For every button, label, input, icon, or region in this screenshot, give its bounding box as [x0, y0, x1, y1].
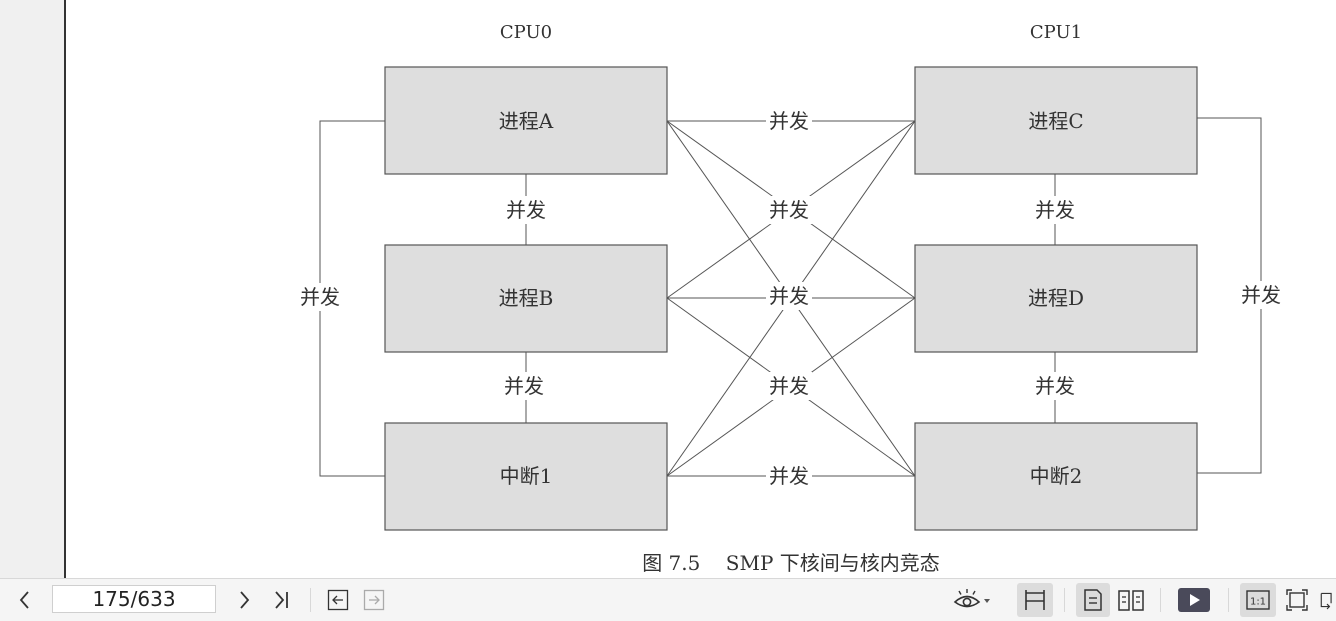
box-process-b: [384, 244, 668, 353]
actual-size-button[interactable]: 1:1: [1240, 583, 1276, 617]
toolbar-divider: [1160, 588, 1161, 612]
smp-race-diagram: CPU0 CPU1 进程A 进程B 中断1 进程C 进程D 中断2 并发 并发 …: [297, 22, 1284, 575]
eye-icon: [953, 589, 990, 608]
single-page-icon: [1084, 589, 1102, 611]
concurrency-label: 并发: [506, 198, 546, 222]
svg-text:1:1: 1:1: [1250, 597, 1266, 608]
concurrency-label: 并发: [1035, 198, 1075, 222]
arrow-forward-box-icon: [363, 589, 385, 611]
concurrency-label: 并发: [769, 198, 809, 222]
box-interrupt-2: [914, 422, 1198, 531]
concurrency-label: 并发: [1035, 374, 1075, 398]
label-interrupt-1: 中断1: [500, 464, 553, 488]
fit-width-icon: [1025, 590, 1045, 610]
next-page-button[interactable]: [230, 579, 258, 621]
prev-page-button[interactable]: [10, 579, 40, 621]
forward-button[interactable]: [360, 579, 388, 621]
document-viewport[interactable]: CPU0 CPU1 进程A 进程B 中断1 进程C 进程D 中断2 并发 并发 …: [0, 0, 1336, 578]
chevron-left-icon: [19, 591, 29, 609]
double-page-button[interactable]: [1114, 579, 1148, 621]
fit-page-button[interactable]: [1282, 579, 1312, 621]
bottom-toolbar: 1:1: [0, 578, 1336, 621]
box-process-c: [914, 66, 1198, 175]
cpu1-label: CPU1: [1030, 22, 1082, 43]
figure-caption: 图 7.5 SMP 下核间与核内竞态: [642, 551, 940, 575]
double-page-icon: [1118, 590, 1144, 611]
label-interrupt-2: 中断2: [1030, 464, 1083, 488]
play-icon: [1178, 588, 1210, 612]
label-backgrounds: [297, 107, 1284, 490]
concurrency-label: 并发: [300, 285, 340, 309]
label-process-c: 进程C: [1028, 109, 1083, 133]
box-process-a: [384, 66, 668, 175]
toolbar-divider: [1064, 588, 1065, 612]
last-page-button[interactable]: [266, 579, 296, 621]
toolbar-divider: [310, 588, 311, 612]
fit-width-button[interactable]: [1017, 583, 1053, 617]
concurrency-label: 并发: [504, 374, 544, 398]
actual-size-icon: 1:1: [1246, 590, 1270, 610]
label-process-a: 进程A: [499, 109, 554, 133]
play-slideshow-button[interactable]: [1172, 579, 1216, 621]
concurrency-label: 并发: [769, 464, 809, 488]
eye-care-mode-button[interactable]: [948, 579, 994, 621]
page-number-input[interactable]: [52, 585, 216, 613]
single-page-button[interactable]: [1076, 583, 1110, 617]
concurrency-label: 并发: [1241, 283, 1281, 307]
rotate-button[interactable]: [1318, 579, 1336, 621]
concurrency-label: 并发: [769, 374, 809, 398]
cpu0-label: CPU0: [500, 22, 552, 43]
fit-page-icon: [1286, 589, 1308, 611]
back-button[interactable]: [324, 579, 352, 621]
rotate-icon: [1320, 592, 1332, 610]
label-process-d: 进程D: [1028, 286, 1084, 310]
box-interrupt-1: [384, 422, 668, 531]
arrow-back-box-icon: [327, 589, 349, 611]
chevron-right-icon: [240, 591, 250, 609]
toolbar-divider: [1228, 588, 1229, 612]
skip-to-end-icon: [275, 591, 288, 609]
box-process-d: [914, 244, 1198, 353]
concurrency-label: 并发: [769, 109, 809, 133]
label-process-b: 进程B: [499, 286, 554, 310]
concurrency-label: 并发: [769, 284, 809, 308]
